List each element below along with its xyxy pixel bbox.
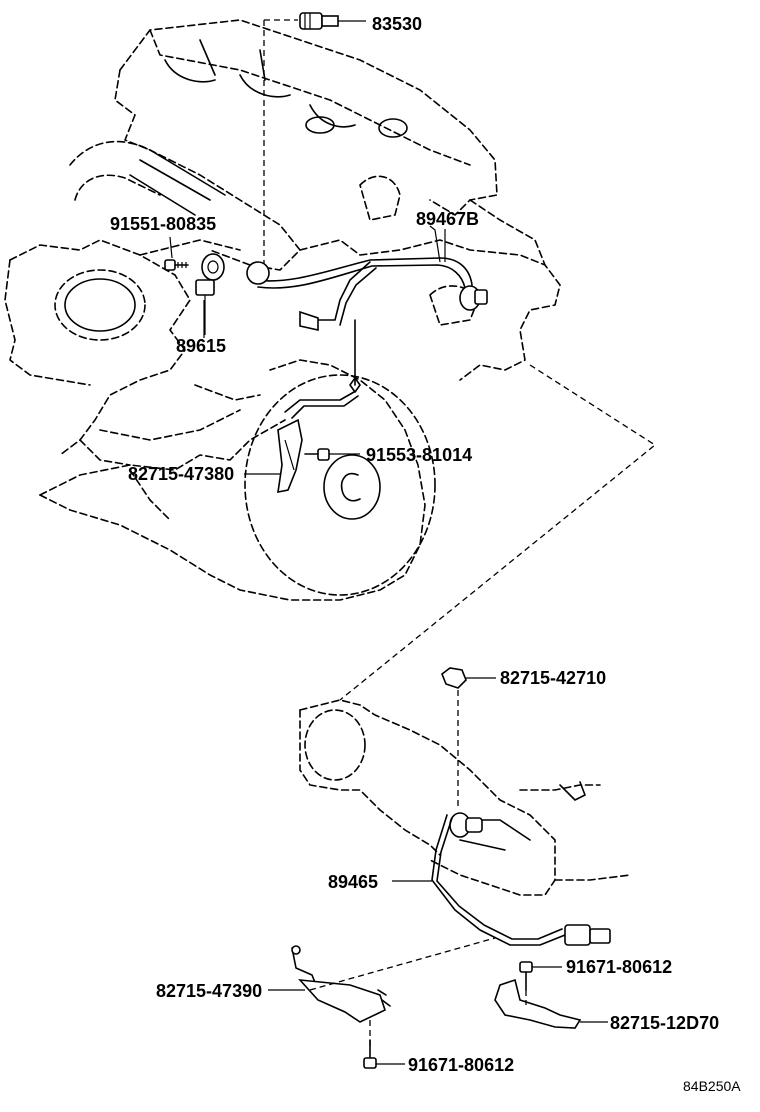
part-91553-81014-bolt-icon	[304, 448, 360, 461]
part-89465-oxygen-sensor-icon	[431, 812, 611, 946]
part-label-83530[interactable]: 83530	[372, 14, 422, 34]
part-91671-80612-bolt-lower-icon	[363, 1020, 405, 1069]
part-82715-47380-clamp-icon	[277, 418, 303, 494]
exhaust-assembly-drawing	[299, 699, 631, 896]
leader-exhaust	[339, 364, 657, 701]
part-label-82715-42710[interactable]: 82715-42710	[500, 668, 606, 688]
part-89467b-oxygen-sensor-icon	[246, 257, 488, 419]
part-91551-80835-bolt-icon	[164, 259, 189, 271]
part-label-91551-80835[interactable]: 91551-80835	[110, 214, 216, 234]
part-83530-switch-icon	[299, 12, 366, 30]
part-label-91553-81014[interactable]: 91553-81014	[366, 445, 472, 465]
part-label-82715-47380[interactable]: 82715-47380	[128, 464, 234, 484]
part-label-82715-47390[interactable]: 82715-47390	[156, 981, 262, 1001]
part-label-91671-80612-upper[interactable]: 91671-80612	[566, 957, 672, 977]
part-91671-80612-bolt-upper-icon	[519, 961, 562, 1005]
part-label-89615[interactable]: 89615	[176, 336, 226, 356]
part-82715-47390-bracket-icon	[268, 945, 391, 1023]
part-82715-12d70-bracket-icon	[494, 978, 608, 1029]
part-label-82715-12d70[interactable]: 82715-12D70	[610, 1013, 719, 1033]
part-label-89467b[interactable]: 89467B	[416, 209, 479, 229]
part-label-91671-80612-lower[interactable]: 91671-80612	[408, 1055, 514, 1075]
part-label-89465[interactable]: 89465	[328, 872, 378, 892]
part-82715-42710-clip-icon	[441, 667, 496, 689]
part-89615-knock-sensor-icon	[195, 253, 225, 335]
engine-assembly-drawing	[4, 19, 561, 601]
reference-code: 84B250A	[683, 1078, 741, 1094]
